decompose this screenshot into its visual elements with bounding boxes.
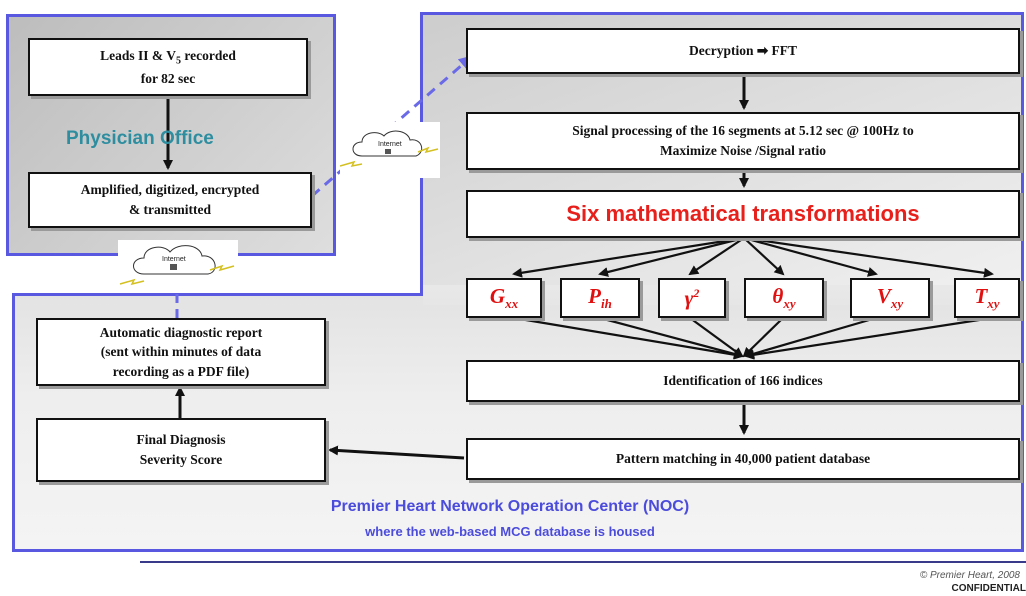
cloud-label: Internet bbox=[378, 141, 402, 148]
internet-cloud-icon: Internet bbox=[339, 130, 439, 168]
transform-box: θxy bbox=[744, 278, 824, 318]
box-leads-recorded: Leads II & V5 recorded for 82 sec bbox=[28, 38, 308, 96]
transform-box: Txy bbox=[954, 278, 1020, 318]
confidential-label: CONFIDENTIAL bbox=[951, 583, 1026, 594]
box-diagnostic-report: Automatic diagnostic report (sent within… bbox=[36, 318, 326, 386]
internet-cloud-icon: Internet bbox=[119, 245, 235, 286]
box-signal-processing: Signal processing of the 16 segments at … bbox=[466, 112, 1020, 170]
noc-panel-edge bbox=[12, 293, 421, 296]
fan-in-arrows bbox=[513, 316, 993, 360]
box-identification: Identification of 166 indices bbox=[466, 360, 1020, 402]
internet-cloud-upper: Internet bbox=[339, 122, 440, 178]
transform-box: Pih bbox=[560, 278, 640, 318]
box-six-transformations: Six mathematical transformations bbox=[466, 190, 1020, 238]
box-decryption-fft: Decryption ➡ FFT bbox=[466, 28, 1020, 74]
right-arrow-icon: ➡ bbox=[756, 43, 769, 59]
box-pattern-matching: Pattern matching in 40,000 patient datab… bbox=[466, 438, 1020, 480]
arrow-pattern-to-final bbox=[328, 445, 465, 460]
noc-label-subtitle: where the web-based MCG database is hous… bbox=[365, 524, 655, 539]
copyright-text: © Premier Heart, 2008 bbox=[919, 570, 1020, 581]
fan-out-arrows bbox=[512, 236, 994, 278]
box-final-diagnosis: Final Diagnosis Severity Score bbox=[36, 418, 326, 482]
footer-rule bbox=[140, 561, 1026, 563]
internet-cloud-lower: Internet bbox=[118, 240, 238, 292]
noc-label-title: Premier Heart Network Operation Center (… bbox=[330, 498, 690, 515]
transform-box: γ2 bbox=[658, 278, 726, 318]
box-amplified-transmitted: Amplified, digitized, encrypted & transm… bbox=[28, 172, 312, 228]
transformations-headline: Six mathematical transformations bbox=[566, 201, 920, 227]
cloud-label: Internet bbox=[162, 256, 186, 263]
transform-box: Vxy bbox=[850, 278, 930, 318]
physician-office-label: Physician Office bbox=[66, 128, 214, 149]
transform-box: Gxx bbox=[466, 278, 542, 318]
